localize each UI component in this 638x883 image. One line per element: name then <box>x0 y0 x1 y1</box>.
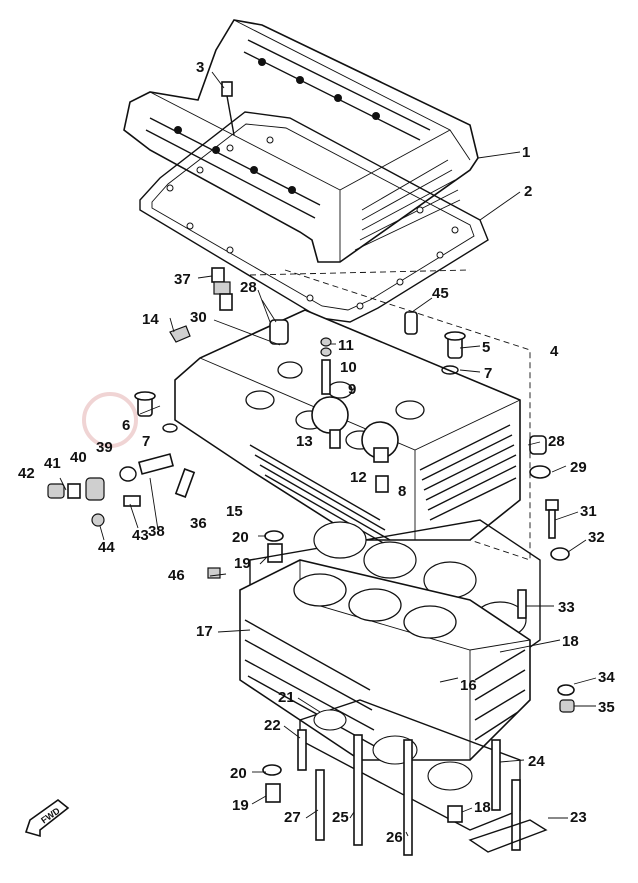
callout-24: 24 <box>528 753 545 770</box>
fwd-arrow-icon: FWD <box>24 798 70 838</box>
callout-7-left: 7 <box>142 433 150 450</box>
dowel-19a <box>267 543 283 563</box>
oring-7b <box>162 423 178 433</box>
callout-39: 39 <box>96 439 113 456</box>
callout-25: 25 <box>332 809 349 826</box>
dowel-19b <box>265 783 281 803</box>
studs-lower <box>297 729 521 856</box>
gasket-23 <box>468 819 548 853</box>
washer-34 <box>557 684 575 696</box>
callout-44: 44 <box>98 539 115 556</box>
callout-43: 43 <box>132 527 149 544</box>
cylinder-block <box>239 559 531 761</box>
sleeve-28-top <box>261 299 289 345</box>
callout-28-right: 28 <box>548 433 565 450</box>
watermark-logo <box>82 392 138 448</box>
callout-21: 21 <box>278 689 295 706</box>
washer-32 <box>550 547 570 561</box>
callout-30: 30 <box>190 309 207 326</box>
plug-46 <box>207 567 221 579</box>
callout-28-top: 28 <box>240 279 257 296</box>
callout-38: 38 <box>148 523 165 540</box>
stud-33 <box>517 589 527 619</box>
callout-19-bottom: 19 <box>232 797 249 814</box>
callout-23: 23 <box>570 809 587 826</box>
fitting-5 <box>444 331 466 359</box>
callout-16: 16 <box>460 677 477 694</box>
oring-20a <box>264 530 284 542</box>
camshaft-cover <box>123 19 479 263</box>
callout-2: 2 <box>524 183 532 200</box>
callout-19-top: 19 <box>234 555 251 572</box>
cylinder-head <box>174 309 521 549</box>
fitting-cluster-38-42 <box>47 453 174 527</box>
callout-27: 27 <box>284 809 301 826</box>
callout-5: 5 <box>482 339 490 356</box>
callout-labels: 1 2 3 37 28 45 14 30 11 10 9 5 4 7 6 7 3… <box>18 59 615 846</box>
callout-18-bottom: 18 <box>474 799 491 816</box>
oring-7a <box>441 365 459 375</box>
callout-20-bottom: 20 <box>230 765 247 782</box>
dashed-guide-4 <box>284 269 531 561</box>
callout-35: 35 <box>598 699 615 716</box>
stud-36 <box>174 468 196 498</box>
spark-plug-37 <box>211 267 233 311</box>
callout-40: 40 <box>70 449 87 466</box>
callout-12: 12 <box>350 469 367 486</box>
part-8 <box>375 475 389 493</box>
callout-45: 45 <box>432 285 449 302</box>
callout-3: 3 <box>196 59 204 76</box>
oring-20b <box>262 764 282 776</box>
callout-7-right: 7 <box>484 365 492 382</box>
callout-4: 4 <box>550 343 559 360</box>
bolt-31 <box>545 499 559 539</box>
valve-stack-9-10-11 <box>320 337 332 395</box>
callout-29: 29 <box>570 459 587 476</box>
callout-8: 8 <box>398 483 406 500</box>
callout-11: 11 <box>338 337 354 354</box>
callout-9: 9 <box>348 381 356 398</box>
callout-31: 31 <box>580 503 597 520</box>
callout-41: 41 <box>44 455 61 472</box>
nut-35 <box>559 699 575 713</box>
callout-42: 42 <box>18 465 35 482</box>
callout-46: 46 <box>168 567 185 584</box>
callout-6: 6 <box>122 417 130 434</box>
callout-37: 37 <box>174 271 191 288</box>
dashed-guide-top <box>249 269 471 276</box>
leader-lines <box>59 71 597 837</box>
part-13 <box>329 429 341 449</box>
callout-22: 22 <box>264 717 281 734</box>
bolt-3 <box>221 81 235 136</box>
part-12 <box>373 447 389 463</box>
cap-28 <box>529 435 547 455</box>
callout-1: 1 <box>522 144 530 161</box>
plug-14 <box>169 325 191 343</box>
callout-33: 33 <box>558 599 575 616</box>
dowel-45 <box>404 311 418 335</box>
dowel-18b <box>447 805 463 823</box>
callout-18-right: 18 <box>562 633 579 650</box>
callout-15: 15 <box>226 503 243 520</box>
callout-13: 13 <box>296 433 313 450</box>
callout-17: 17 <box>196 623 213 640</box>
callout-32: 32 <box>588 529 605 546</box>
callout-20-top: 20 <box>232 529 249 546</box>
callout-36: 36 <box>190 515 207 532</box>
washer-29 <box>529 465 551 479</box>
cover-gasket <box>139 111 489 323</box>
callout-26: 26 <box>386 829 403 846</box>
callout-34: 34 <box>598 669 615 686</box>
callout-10: 10 <box>340 359 357 376</box>
callout-14: 14 <box>142 311 159 328</box>
